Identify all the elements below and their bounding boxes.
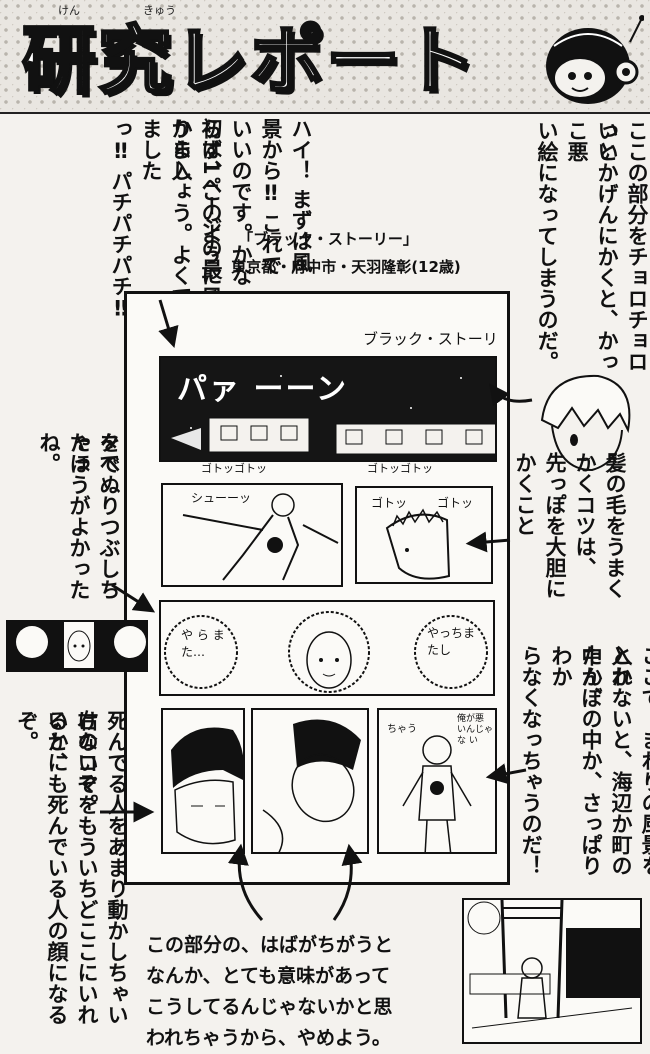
comment-line: われちゃうから、やめよう。 [146,1027,391,1049]
comment-scenery-block: ここで、まわりの風景を入れ とかないと、海辺か町の中か、 たんぼの中か、さっぱり… [512,645,650,885]
sfx-pa: パァ ーーン [177,372,348,407]
comment-line: たほうがよかったね。 [37,432,91,600]
tilted-face-art [262,719,361,852]
comment-line: タでぬりつぶしちゃっ [67,432,121,600]
sample-manga-page: ブラック・ストーリー パァ ーーン ゴトッゴトッ ゴトッゴトッ シューーッ [124,291,510,885]
thumb-faces-art [16,622,146,668]
comment-line: ここで、まわりの風景を入れ [609,645,650,876]
comment-line: かくこと [513,452,537,536]
boy-face-illustration [540,374,631,472]
scenery-illustration [462,898,642,1044]
header-banner: けん きゅう 研究レポート [0,0,650,114]
bubble-orega: 俺が悪 いんじゃな い [457,714,494,746]
dead-face-art [171,727,243,845]
comment-line: らず1ページの最 [199,118,223,280]
panel-three-faces: や ら また… やっちま たし [159,600,495,696]
comment-line: いかにも死んでいる人の顔になるぞ。 [15,710,69,1025]
comment-line: こうしてるんじゃないかと思 [146,996,393,1018]
sfx-gotan-right: ゴトッゴトッ [367,462,433,475]
comment-line: 景から‼ これで [259,118,283,276]
comment-line: 先っぽを大胆に [543,452,567,599]
comment-line: たんぼの中か、さっぱりわか [549,645,603,876]
comment-top-right-block: ここの部分をチョロチョロっと いいかげんにかくと、かっこ悪 い絵になってしまうの… [532,120,649,378]
comment-bottom-block: この部分の、はばがちがうと なんか、とても意味があって こうしてるんじゃないかと… [146,930,446,1054]
comment-line: いいかげんにかくと、かっこ悪 [565,120,619,372]
comment-line: ハイ！ まずは風 [289,118,313,273]
comment-hair-block: 髪の毛をうまく かくコツは、 先っぽを大胆に かくこと [508,452,632,612]
comment-line: い絵になってしまうのだ。 [535,120,559,372]
comment-line: っ‼ パチパチパチ‼ [109,118,133,321]
bubble-chau: ちゃう [387,724,417,735]
comment-line: らなくなっちゃうのだ！ [519,645,543,876]
head-ground-art [385,508,451,580]
sfx-goto-right: ゴトッ [437,496,474,510]
panel-tilted-face [251,708,369,854]
comment-line: いいのです。かな [229,118,253,286]
panel-night-train: パァ ーーン [159,356,497,462]
panel-dead-face [161,708,245,854]
mascot-helmet-icon [546,15,644,104]
comment-line: ここの部分をチョロチョロっと [595,120,649,372]
standing-boy-art [402,735,472,852]
sfx-goto-left: ゴトッ [371,496,408,510]
comment-line: 右のコマをもういちどここにいれると、 [45,710,99,1025]
page-title: 研究レポート [21,17,478,106]
ruby-ken: けん [58,4,80,17]
night-train-art [171,375,495,455]
ruby-kyuu: きゅう [143,4,176,17]
black-panel-thumb [6,620,148,672]
sfx-gotan-left: ゴトッゴトッ [201,462,267,475]
sfx-shuuu: シューーッ [191,491,252,505]
comment-line: なんか、とても意味があって [146,965,391,987]
comment-line: かくコツは、 [573,452,597,578]
falling-body-art [182,493,339,581]
three-faces-art [164,611,488,693]
panel-falling-body: シューーッ [161,483,343,587]
bubble-yacchima: やっちま たし [427,626,476,657]
entry-author: 東京都・府中市・天羽隆彰(12歳) [231,258,461,276]
panel-head-ground: ゴトッ ゴトッ [355,486,493,584]
comment-line: とかないと、海辺か町の中か、 [579,645,633,876]
entry-title: 「ブラック・ストーリー」 [238,230,418,248]
bubble-yara: や ら また… [181,628,225,659]
comment-line: 髪の毛をうまく [603,452,627,599]
panel-standing-boy: ちゃう 俺が悪 いんじゃな い [377,708,497,854]
comment-line: この部分の、はばがちがうと [146,934,394,956]
